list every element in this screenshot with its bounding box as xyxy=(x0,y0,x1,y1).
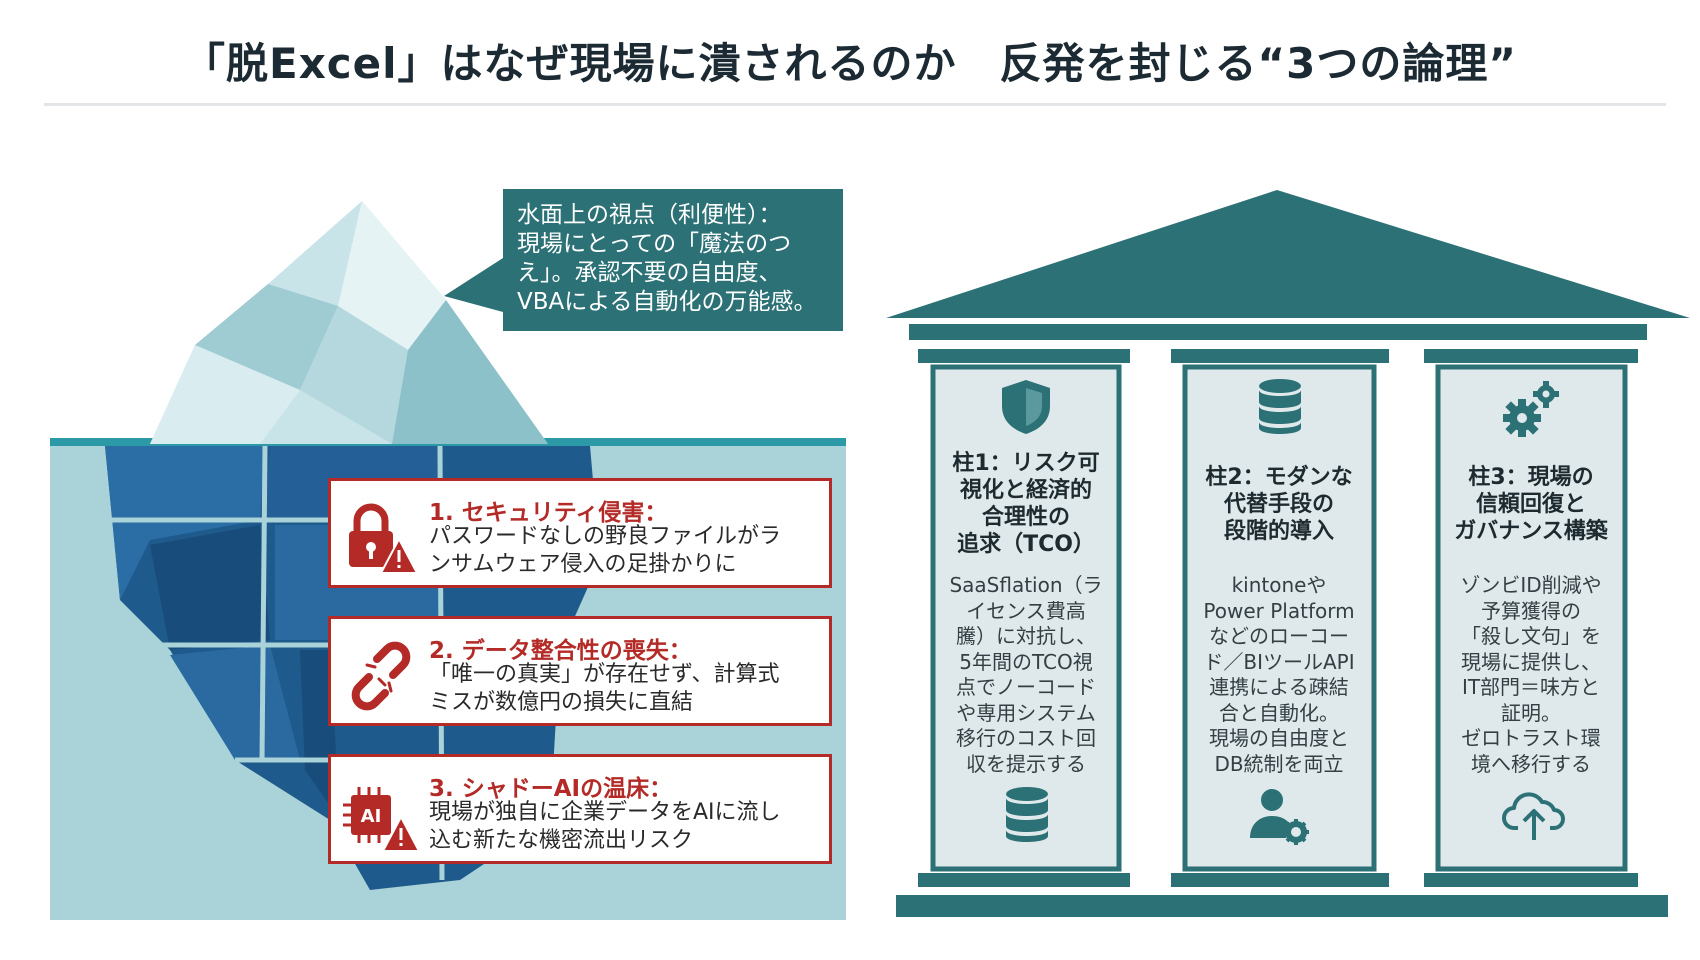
ai-chip-warning-icon: AI xyxy=(339,773,421,853)
pillar-body: ゾンビID削減や 予算獲得の 「殺し文句」を 現場に提供し、 IT部門＝味方と … xyxy=(1445,573,1617,777)
callout-line: え」。承認不要の自由度、 xyxy=(517,260,782,286)
pillar-body: SaaSflation（ラ イセンス費高 騰）に対抗し、 5年間のTCO視 点で… xyxy=(940,573,1112,777)
pillar-title-line: 合理性の xyxy=(981,505,1070,530)
pillar-body-line: 予算獲得の xyxy=(1481,598,1581,623)
pillar-body-line: kintoneや xyxy=(1231,573,1327,597)
pillar-body-line: 5年間のTCO視 xyxy=(959,649,1093,674)
pillar-title-line: 段階的導入 xyxy=(1223,519,1334,544)
pillar-body-line: DB統制を両立 xyxy=(1214,751,1344,776)
pillar-title-line: 追求（TCO） xyxy=(957,532,1095,557)
pillar-body-line: 境へ移行する xyxy=(1471,751,1591,776)
pillar-body-line: ゼロトラスト環 xyxy=(1461,726,1601,750)
callout-line: VBAによる自動化の万能感。 xyxy=(517,289,817,315)
risk-description-line: 「唯一の真実」が存在せず、計算式 xyxy=(429,662,780,687)
pillar-body-line: SaaSflation（ラ xyxy=(949,573,1103,597)
risk-description: 現場が独自に企業データをAIに流し 込む新たな機密流出リスク xyxy=(429,799,829,855)
above-water-callout: 水面上の視点（利便性）： 現場にとっての「魔法のつ え」。承認不要の自由度、 V… xyxy=(503,189,843,331)
risk-description-line: 現場が独自に企業データをAIに流し xyxy=(429,800,781,825)
cloud-upload-icon xyxy=(1502,790,1566,846)
pillar-body-line: 「殺し文句」を xyxy=(1461,624,1601,648)
pillar-2: 柱2：モダンな 代替手段の 段階的導入 kintoneや Power Platf… xyxy=(1193,464,1365,777)
pillar-title-line: 柱2：モダンな xyxy=(1205,465,1353,490)
risk-description-line: ミスが数億円の損失に直結 xyxy=(429,690,694,715)
database-icon xyxy=(1004,786,1050,848)
pillar-title: 柱2：モダンな 代替手段の 段階的導入 xyxy=(1193,464,1365,545)
risk-description: 「唯一の真実」が存在せず、計算式 ミスが数億円の損失に直結 xyxy=(429,661,829,717)
pillar-body-line: 現場に提供し、 xyxy=(1461,649,1601,674)
pillar-body-line: 連携による疎結 xyxy=(1209,675,1349,699)
pillar-body-line: などのローコー xyxy=(1209,624,1349,648)
shield-icon xyxy=(1000,378,1052,440)
risk-description: パスワードなしの野良ファイルがラ ンサムウェア侵入の足掛かりに xyxy=(429,523,829,579)
user-gear-icon xyxy=(1248,786,1312,850)
risk-card-shadow-ai: AI 3. シャドーAIの温床： 現場が独自に企業データをAIに流し 込む新たな… xyxy=(328,754,832,864)
ai-chip-label: AI xyxy=(361,806,382,827)
pillar-body-line: IT部門＝味方と xyxy=(1461,675,1601,699)
pillar-body-line: Power Platform xyxy=(1203,598,1355,623)
risk-description-line: ンサムウェア侵入の足掛かりに xyxy=(429,552,737,577)
database-icon xyxy=(1257,378,1303,440)
pillar-body-line: 収を提示する xyxy=(966,751,1086,776)
callout-line: 現場にとっての「魔法のつ xyxy=(517,231,792,257)
pillar-title: 柱3：現場の 信頼回復と ガバナンス構築 xyxy=(1445,464,1617,545)
risk-description-line: パスワードなしの野良ファイルがラ xyxy=(429,524,782,549)
gears-icon xyxy=(1500,378,1562,442)
pillar-body-line: や専用システム xyxy=(956,700,1096,725)
pillar-1: 柱1：リスク可 視化と経済的 合理性の 追求（TCO） SaaSflation（… xyxy=(940,450,1112,777)
pillar-3: 柱3：現場の 信頼回復と ガバナンス構築 ゾンビID削減や 予算獲得の 「殺し文… xyxy=(1445,464,1617,777)
risk-title: 3. シャドーAIの温床： xyxy=(429,776,673,802)
pillar-body-line: ゾンビID削減や xyxy=(1460,573,1602,597)
risk-card-data-integrity: 2. データ整合性の喪失： 「唯一の真実」が存在せず、計算式 ミスが数億円の損失… xyxy=(328,616,832,726)
callout-line: 水面上の視点（利便性）： xyxy=(517,202,782,228)
risk-card-security: 1. セキュリティ侵害： パスワードなしの野良ファイルがラ ンサムウェア侵入の足… xyxy=(328,478,832,588)
pillar-title-line: ガバナンス構築 xyxy=(1454,519,1608,544)
risk-description-line: 込む新たな機密流出リスク xyxy=(429,828,694,853)
pillar-body-line: 現場の自由度と xyxy=(1209,726,1349,750)
title-divider xyxy=(44,103,1666,106)
pillar-body-line: イセンス費高 xyxy=(966,598,1086,623)
pillar-body-line: 合と自動化。 xyxy=(1219,700,1339,725)
pillar-title-line: 信頼回復と xyxy=(1475,492,1586,517)
pillar-body-line: ド／BIツールAPI xyxy=(1203,649,1355,674)
broken-link-icon xyxy=(339,635,419,715)
pillar-title: 柱1：リスク可 視化と経済的 合理性の 追求（TCO） xyxy=(940,450,1112,558)
pillar-title-line: 代替手段の xyxy=(1223,492,1334,517)
page-title: 「脱Excel」はなぜ現場に潰されるのか 反発を封じる“3つの論理” xyxy=(183,39,1517,88)
pillar-body-line: 移行のコスト回 xyxy=(956,726,1096,750)
pillar-title-line: 視化と経済的 xyxy=(959,478,1092,503)
pillar-title-line: 柱1：リスク可 xyxy=(952,451,1100,476)
risk-title: 2. データ整合性の喪失： xyxy=(429,638,692,664)
pillar-body-line: 騰）に対抗し、 xyxy=(956,624,1096,648)
pillar-body-line: 証明。 xyxy=(1501,700,1561,725)
pillar-title-line: 柱3：現場の xyxy=(1468,465,1594,490)
pillar-body-line: 点でノーコード xyxy=(956,675,1096,699)
risk-title: 1. セキュリティ侵害： xyxy=(429,500,668,526)
lock-warning-icon xyxy=(339,497,419,577)
pillar-body: kintoneや Power Platform などのローコー ド／BIツールA… xyxy=(1193,573,1365,777)
